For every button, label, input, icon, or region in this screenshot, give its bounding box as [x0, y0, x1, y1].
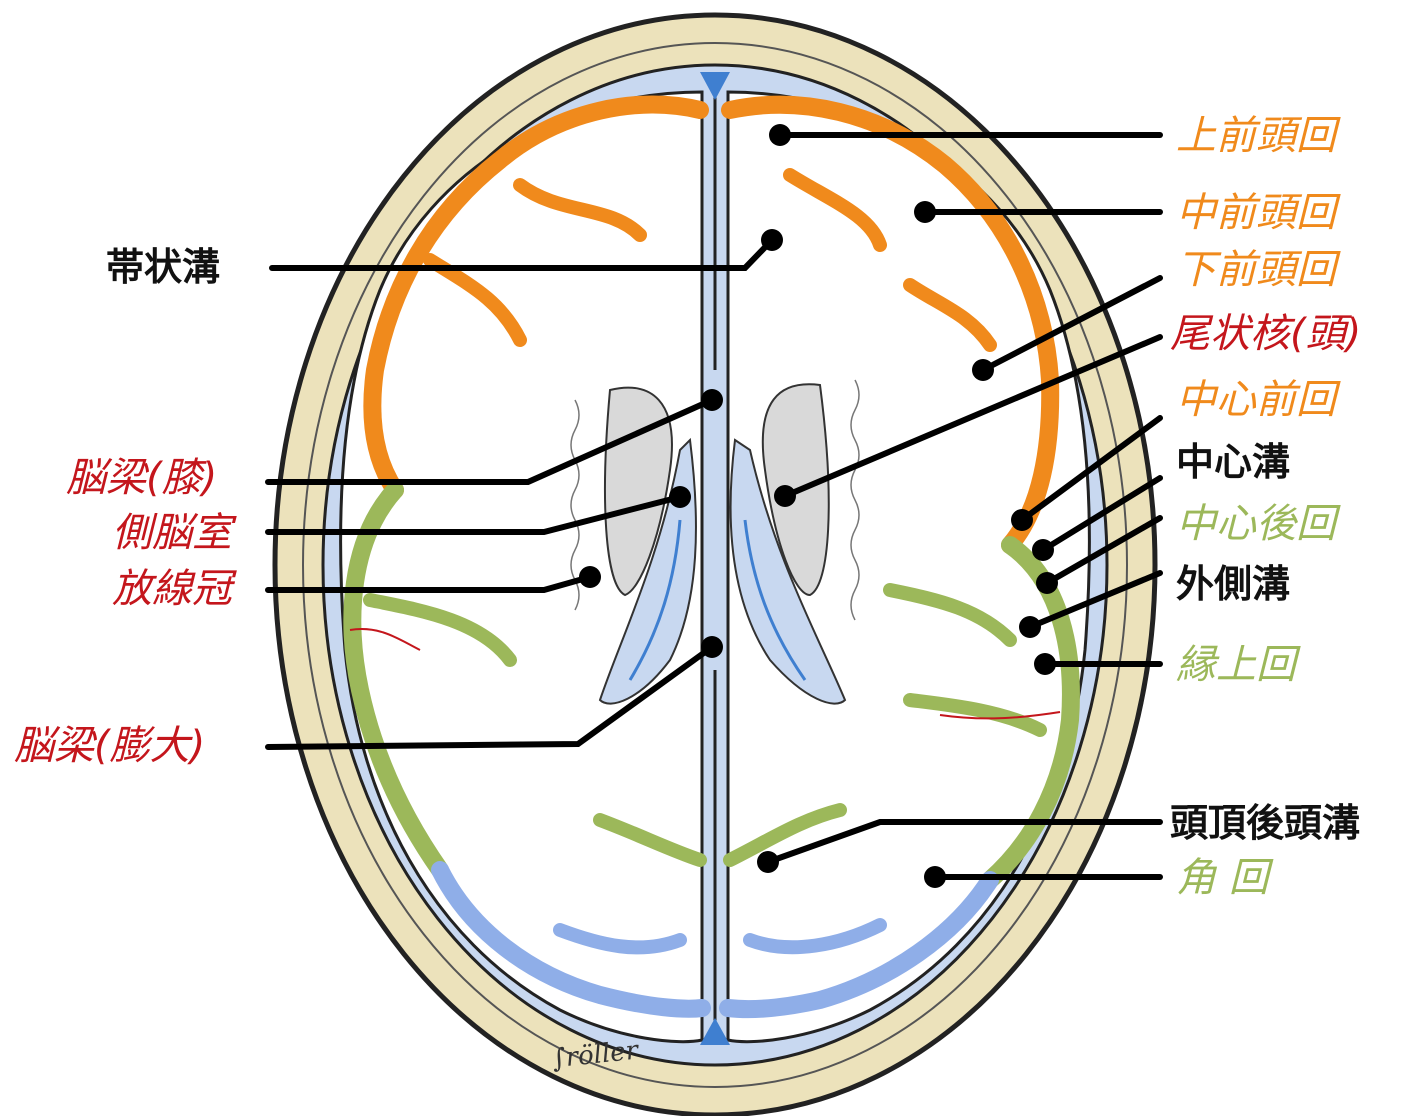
label-corpus-callosum-splenium: 脳梁(膨大): [14, 726, 205, 766]
label-lateral-ventricle: 側脳室: [112, 513, 232, 553]
dot-parieto-occipital: [757, 851, 779, 873]
label-central-sulcus: 中心溝: [1176, 443, 1290, 481]
dot-sup-frontal: [769, 124, 791, 146]
label-corpus-callosum-genu: 脳梁(膝): [66, 458, 217, 498]
label-parieto-occipital-sulcus: 頭頂後頭溝: [1170, 804, 1360, 842]
dot-cc-splenium: [701, 636, 723, 658]
label-caudate-head: 尾状核(頭): [1170, 314, 1361, 354]
label-precentral-gyrus: 中心前回: [1176, 380, 1336, 420]
label-inf-frontal-gyrus: 下前頭回: [1176, 250, 1336, 290]
dot-lat-ventricle: [669, 486, 691, 508]
dot-central-sulcus: [1032, 539, 1054, 561]
label-sup-frontal-gyrus: 上前頭回: [1176, 116, 1336, 156]
dot-lateral-sulcus: [1019, 616, 1041, 638]
label-corona-radiata: 放線冠: [112, 569, 232, 609]
label-mid-frontal-gyrus: 中前頭回: [1176, 193, 1336, 233]
label-cingulate-sulcus: 帯状溝: [106, 248, 220, 286]
dot-mid-frontal: [914, 201, 936, 223]
dot-corona: [579, 566, 601, 588]
label-supramarginal-gyrus: 縁上回: [1176, 645, 1296, 685]
dot-angular: [924, 866, 946, 888]
label-postcentral-gyrus: 中心後回: [1176, 504, 1336, 544]
dot-inf-frontal: [972, 359, 994, 381]
label-angular-gyrus: 角 回: [1176, 858, 1269, 898]
dot-postcentral: [1036, 572, 1058, 594]
dot-cc-genu: [701, 389, 723, 411]
dot-caudate: [774, 485, 796, 507]
dot-cingulate: [761, 229, 783, 251]
dot-precentral: [1011, 509, 1033, 531]
dot-supramarginal: [1034, 653, 1056, 675]
label-lateral-sulcus: 外側溝: [1176, 565, 1290, 603]
